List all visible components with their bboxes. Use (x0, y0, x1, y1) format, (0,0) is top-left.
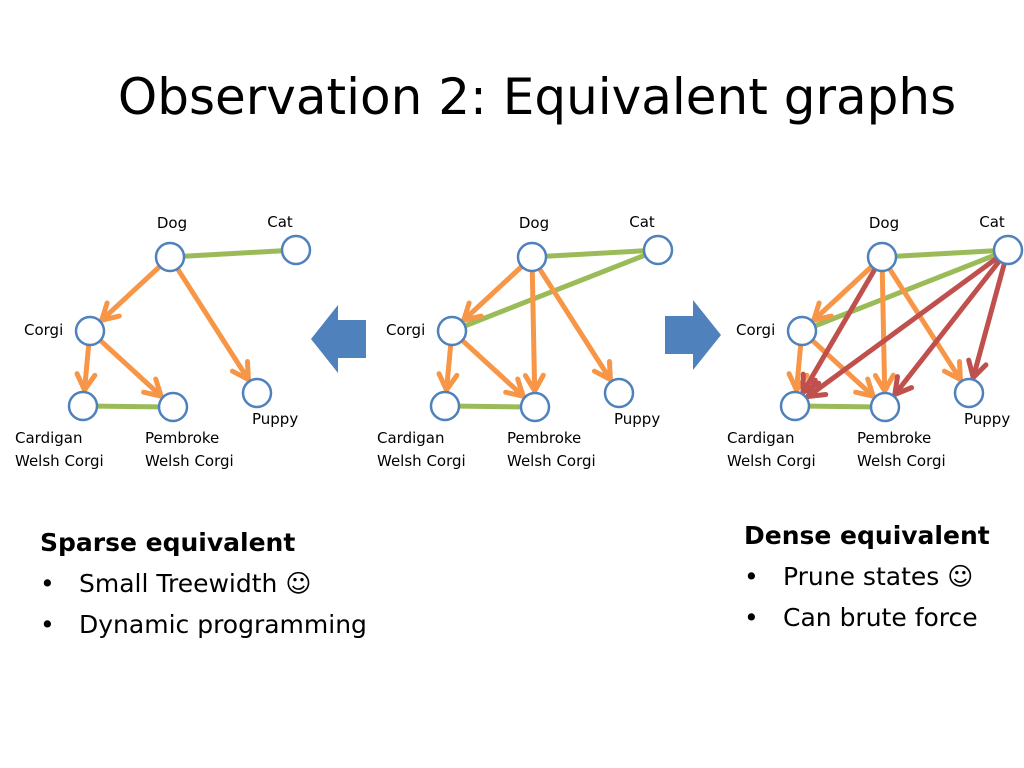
sparse-heading: Sparse equivalent (40, 528, 296, 557)
label-cardigan-1: Cardigan (727, 429, 794, 447)
node-pembroke (157, 391, 189, 423)
label-corgi: Corgi (24, 321, 63, 339)
slide-title: Observation 2: Equivalent graphs (117, 68, 957, 126)
edge-corgi-pembroke (97, 337, 164, 399)
label-pembroke-1: Pembroke (145, 429, 219, 447)
node-puppy (953, 377, 985, 409)
edge-dog-cat (183, 248, 283, 259)
edge-dog-puppy (175, 266, 251, 383)
edge-cardigan-pembroke (458, 403, 522, 410)
label-cardigan-2: Welsh Corgi (15, 452, 104, 470)
node-dog (516, 241, 548, 273)
edge-dog-cat (895, 248, 995, 259)
label-cardigan-2: Welsh Corgi (377, 452, 466, 470)
left-arrow-icon (311, 305, 366, 373)
label-pembroke-1: Pembroke (857, 429, 931, 447)
label-cardigan-2: Welsh Corgi (727, 452, 816, 470)
edge-corgi-cardigan (74, 342, 98, 393)
node-pembroke (519, 391, 551, 423)
edge-dog-pembroke (872, 268, 896, 394)
dense-bullet-prune-states: Prune states ☺ (744, 556, 990, 597)
label-dog: Dog (519, 214, 549, 232)
label-cat: Cat (629, 213, 655, 231)
edge-corgi-cardigan (436, 342, 460, 393)
node-corgi (74, 315, 106, 347)
label-corgi: Corgi (386, 321, 425, 339)
label-puppy: Puppy (964, 410, 1010, 428)
edge-corgi-pembroke (459, 337, 526, 399)
label-pembroke-2: Welsh Corgi (857, 452, 946, 470)
dense-heading: Dense equivalent (744, 521, 990, 550)
node-pembroke (869, 391, 901, 423)
edge-cardigan-pembroke (96, 403, 160, 410)
node-corgi (786, 315, 818, 347)
label-cat: Cat (979, 213, 1005, 231)
node-dog (154, 241, 186, 273)
node-cardigan (429, 390, 461, 422)
edge-cardigan-pembroke (808, 403, 872, 410)
label-cardigan-1: Cardigan (15, 429, 82, 447)
node-corgi (436, 315, 468, 347)
sparse-bullet-list: Small Treewidth ☺ Dynamic programming (40, 563, 367, 645)
node-cat (642, 234, 674, 266)
label-cardigan-1: Cardigan (377, 429, 444, 447)
label-dog: Dog (157, 214, 187, 232)
sparse-bullet-dynamic-programming: Dynamic programming (40, 604, 367, 645)
edge-dog-puppy (887, 266, 963, 383)
edge-cat-puppy (966, 261, 1007, 381)
sparse-equivalent-panel: Sparse equivalent Small Treewidth ☺ Dyna… (40, 522, 367, 645)
right-arrow-icon (665, 300, 721, 370)
sparse-bullet-treewidth: Small Treewidth ☺ (40, 563, 367, 604)
edge-cat-cardigan (805, 255, 1000, 400)
dense-equivalent-panel: Dense equivalent Prune states ☺ Can brut… (744, 515, 990, 638)
node-cat (280, 234, 312, 266)
edge-dog-corgi (811, 264, 875, 323)
edge-dog-pembroke (522, 268, 546, 394)
edge-dog-cat (545, 248, 645, 259)
node-puppy (603, 377, 635, 409)
edge-dog-puppy (537, 266, 613, 383)
label-pembroke-1: Pembroke (507, 429, 581, 447)
node-cardigan (67, 390, 99, 422)
label-pembroke-2: Welsh Corgi (507, 452, 596, 470)
dense-bullet-list: Prune states ☺ Can brute force (744, 556, 990, 638)
label-pembroke-2: Welsh Corgi (145, 452, 234, 470)
label-corgi: Corgi (736, 321, 775, 339)
edge-cat-pembroke (892, 258, 1002, 397)
node-dog (866, 241, 898, 273)
node-cardigan (779, 390, 811, 422)
label-puppy: Puppy (614, 410, 660, 428)
edge-dog-corgi (99, 264, 163, 323)
edge-dog-corgi (461, 264, 525, 323)
dense-bullet-brute-force: Can brute force (744, 597, 990, 638)
label-cat: Cat (267, 213, 293, 231)
node-puppy (241, 377, 273, 409)
label-puppy: Puppy (252, 410, 298, 428)
label-dog: Dog (869, 214, 899, 232)
node-cat (992, 234, 1024, 266)
